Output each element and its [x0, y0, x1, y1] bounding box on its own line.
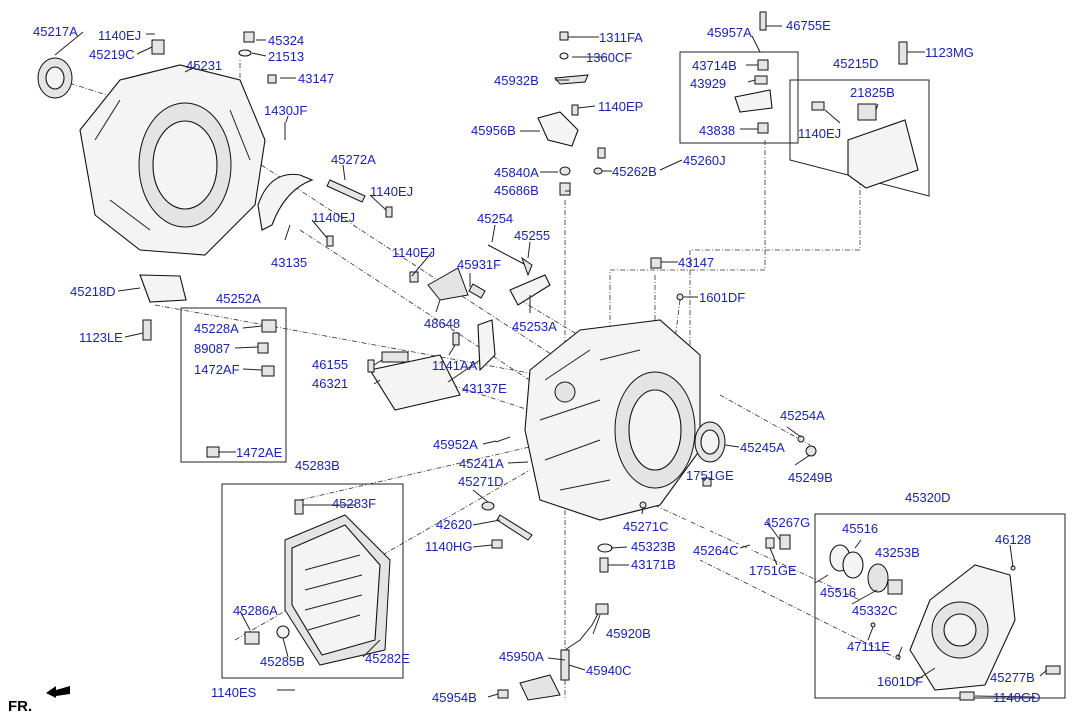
label-45286A: 45286A: [233, 603, 278, 618]
seal-ring: [37, 57, 73, 99]
label-43714B: 43714B: [692, 58, 737, 73]
label-45954B: 45954B: [432, 690, 477, 705]
label-1751GE: 1751GE: [686, 468, 734, 483]
label-45686B: 45686B: [494, 183, 539, 198]
front-indicator-label: FR.: [8, 698, 33, 715]
label-1472AE: 1472AE: [236, 445, 283, 460]
box-45320D: [814, 513, 1066, 699]
label-45228A: 45228A: [194, 321, 239, 336]
label-47111E: 47111E: [847, 639, 890, 654]
label-45957A: 45957A: [707, 25, 752, 40]
box-45252A: [180, 307, 287, 463]
label-45254: 45254: [477, 211, 514, 226]
label-45267G: 45267G: [764, 515, 811, 530]
label-89087: 89087: [194, 341, 231, 356]
label-45956B: 45956B: [471, 123, 516, 138]
label-21825B: 21825B: [850, 85, 895, 100]
label-45271C: 45271C: [623, 519, 669, 534]
transmission-case: [524, 319, 701, 521]
label-42620: 42620: [436, 517, 473, 532]
label-45283B: 45283B: [295, 458, 340, 473]
label-45920B: 45920B: [606, 626, 651, 641]
label-21513: 21513: [268, 49, 305, 64]
label-1140HG: 1140HG: [425, 539, 473, 554]
label-45241A: 45241A: [459, 456, 504, 471]
label-1311FA: 1311FA: [599, 30, 643, 45]
label-1472AF: 1472AF: [194, 362, 240, 377]
label-43171B: 43171B: [631, 557, 676, 572]
label-1601DF: 1601DF: [877, 674, 924, 689]
label-43838: 43838: [699, 123, 736, 138]
label-43147: 43147: [298, 71, 335, 86]
label-1140EJ: 1140EJ: [392, 245, 436, 260]
side-cover: [909, 564, 1016, 691]
label-45219C: 45219C: [89, 47, 135, 62]
box-45283B: [221, 483, 404, 679]
label-45840A: 45840A: [494, 165, 539, 180]
box-45215D: [789, 79, 930, 197]
label-45332C: 45332C: [852, 603, 898, 618]
label-45324: 45324: [268, 33, 305, 48]
label-45283F: 45283F: [332, 496, 377, 511]
label-45254A: 45254A: [780, 408, 825, 423]
label-46155: 46155: [312, 357, 349, 372]
label-45940C: 45940C: [586, 663, 632, 678]
label-45931F: 45931F: [457, 257, 502, 272]
label-43253B: 43253B: [875, 545, 920, 560]
label-45271D: 45271D: [458, 474, 504, 489]
label-45217A: 45217A: [33, 24, 78, 39]
label-45272A: 45272A: [331, 152, 376, 167]
label-45245A: 45245A: [740, 440, 785, 455]
label-1601DF: 1601DF: [699, 290, 746, 305]
label-43135: 43135: [271, 255, 308, 270]
bell-housing: [79, 64, 266, 256]
label-46128: 46128: [995, 532, 1032, 547]
label-1430JF: 1430JF: [264, 103, 308, 118]
label-45255: 45255: [514, 228, 551, 243]
label-46321: 46321: [312, 376, 349, 391]
label-48648: 48648: [424, 316, 461, 331]
label-45320D: 45320D: [905, 490, 951, 505]
label-45262B: 45262B: [612, 164, 657, 179]
label-45231: 45231: [186, 58, 223, 73]
label-45249B: 45249B: [788, 470, 833, 485]
label-45932B: 45932B: [494, 73, 539, 88]
label-45323B: 45323B: [631, 539, 676, 554]
label-45264C: 45264C: [693, 543, 739, 558]
label-45516: 45516: [820, 585, 857, 600]
label-1751GE: 1751GE: [749, 563, 797, 578]
label-45218D: 45218D: [70, 284, 116, 299]
label-46755E: 46755E: [786, 18, 831, 33]
label-45277B: 45277B: [990, 670, 1035, 685]
label-1140EJ: 1140EJ: [98, 28, 142, 43]
label-45260J: 45260J: [683, 153, 726, 168]
label-1123LE: 1123LE: [79, 330, 123, 345]
label-43147: 43147: [678, 255, 715, 270]
label-1140EJ: 1140EJ: [798, 126, 842, 141]
label-1141AA: 1141AA: [432, 358, 478, 373]
label-1123MG: 1123MG: [925, 45, 974, 60]
label-1140EP: 1140EP: [598, 99, 644, 114]
label-45950A: 45950A: [499, 649, 544, 664]
front-arrow-icon: [46, 686, 70, 698]
label-1140EJ: 1140EJ: [370, 184, 414, 199]
label-43929: 43929: [690, 76, 727, 91]
box-45957A: [679, 51, 799, 144]
label-45285B: 45285B: [260, 654, 305, 669]
label-43137E: 43137E: [462, 381, 507, 396]
label-1140ES: 1140ES: [211, 685, 257, 700]
label-45282E: 45282E: [365, 651, 410, 666]
oil-pan: [284, 514, 391, 666]
label-1140EJ: 1140EJ: [312, 210, 356, 225]
label-45516: 45516: [842, 521, 879, 536]
label-1360CF: 1360CF: [586, 50, 633, 65]
label-1140GD: 1140GD: [993, 690, 1041, 705]
label-45215D: 45215D: [833, 56, 879, 71]
label-45253A: 45253A: [512, 319, 557, 334]
label-45252A: 45252A: [216, 291, 261, 306]
label-45952A: 45952A: [433, 437, 478, 452]
